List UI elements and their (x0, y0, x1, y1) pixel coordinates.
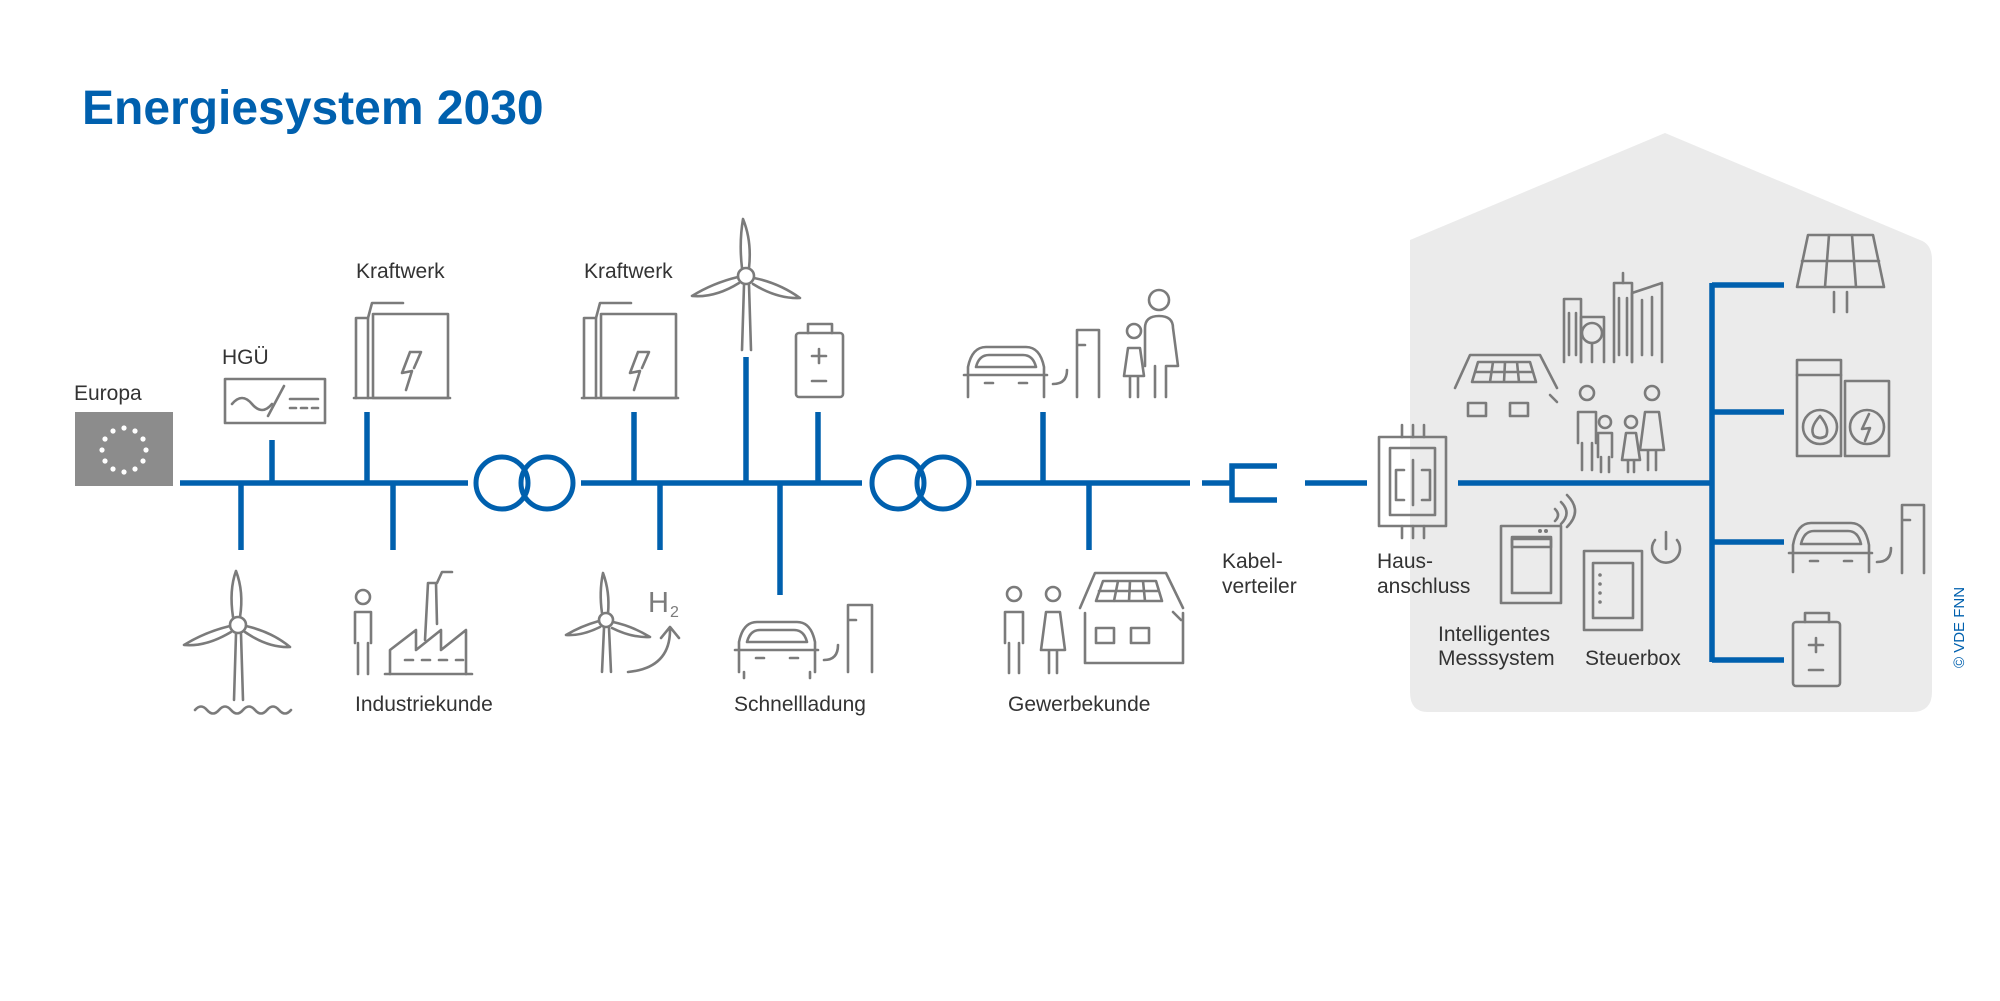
wind-turbine-icon (690, 217, 802, 352)
label-messsystem-2: Messsystem (1438, 647, 1555, 670)
hvdc-converter-icon (223, 377, 327, 425)
transformer-1 (473, 454, 576, 512)
svg-text:H: H (648, 587, 669, 619)
smart-meter-icon (1499, 493, 1577, 605)
ev-charging-icon (1787, 503, 1926, 575)
svg-text:2: 2 (670, 604, 679, 621)
label-europa: Europa (74, 382, 142, 405)
label-kabelverteiler-1: Kabel- (1222, 550, 1283, 573)
city-icon (1562, 271, 1664, 364)
household-area (1410, 133, 1932, 712)
heating-icon (1795, 358, 1891, 458)
label-messsystem-1: Intelligentes (1438, 623, 1550, 646)
label-hausanschluss-1: Haus- (1377, 550, 1433, 573)
people-icon (1003, 585, 1067, 675)
label-steuerbox: Steuerbox (1585, 647, 1681, 670)
label-kraftwerk-2: Kraftwerk (584, 260, 673, 283)
battery-icon (794, 322, 845, 399)
people-icon (1576, 384, 1666, 474)
label-kabelverteiler-2: verteiler (1222, 575, 1297, 598)
label-hgue: HGÜ (222, 346, 269, 369)
label-gewerbekunde: Gewerbekunde (1008, 693, 1150, 716)
battery-icon (1791, 611, 1842, 688)
copyright-notice: © VDE FNN (1951, 587, 1968, 668)
solar-building-icon (1453, 353, 1559, 418)
eu-flag-icon (75, 412, 173, 486)
control-box-icon (1582, 530, 1682, 632)
label-industriekunde: Industriekunde (355, 693, 493, 716)
label-schnellladung: Schnellladung (734, 693, 866, 716)
page-title: Energiesystem 2030 (82, 82, 544, 135)
solar-panel-icon (1795, 233, 1886, 314)
cable-distributor-icon (1229, 463, 1277, 503)
people-icon (1122, 288, 1180, 399)
offshore-wind-turbine-icon (182, 569, 293, 715)
ev-charging-icon (962, 328, 1101, 399)
label-kraftwerk-1: Kraftwerk (356, 260, 445, 283)
ev-charging-icon (733, 603, 874, 680)
house-connection-icon (1377, 423, 1448, 540)
transformer-2 (869, 454, 972, 512)
hydrogen-wind-icon: H 2 (564, 571, 681, 674)
power-plant-icon (352, 301, 452, 400)
grid-lines (180, 282, 1784, 663)
power-plant-icon (580, 301, 680, 400)
label-hausanschluss-2: anschluss (1377, 575, 1470, 598)
solar-building-icon (1078, 571, 1185, 665)
industry-icon (353, 570, 474, 676)
